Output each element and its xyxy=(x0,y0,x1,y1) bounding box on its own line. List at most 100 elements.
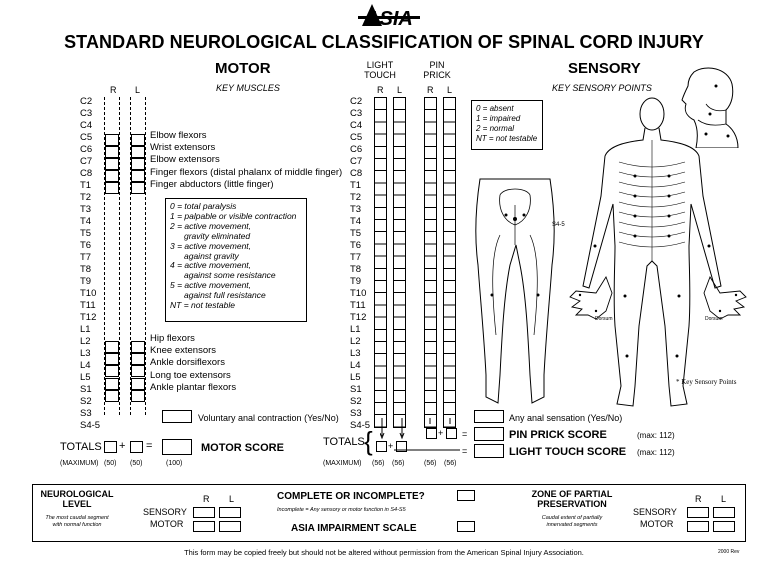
neuro-motor-r-box[interactable] xyxy=(193,521,215,532)
motor-plus: + xyxy=(119,440,126,452)
sensory-level-label: C7 xyxy=(350,156,363,167)
pp-max-l: (56) xyxy=(444,460,457,467)
motor-level-label: S4-5 xyxy=(80,420,101,431)
motor-score-l-c5[interactable] xyxy=(131,133,145,146)
motor-max-total: (100) xyxy=(166,460,183,467)
logo-text: ASIA xyxy=(364,8,413,28)
sensory-level-label: S2 xyxy=(350,396,362,407)
voluntary-anal-contraction-label: Voluntary anal contraction (Yes/No) xyxy=(198,413,339,423)
sensory-level-label: T6 xyxy=(350,240,362,251)
motor-score-r-l2[interactable] xyxy=(105,341,119,353)
motor-score-r-c6[interactable] xyxy=(105,145,119,158)
motor-total-l-box[interactable] xyxy=(130,441,143,453)
sensory-level-label: L2 xyxy=(350,336,361,347)
motor-level-label: C7 xyxy=(80,156,93,167)
totals-arrows xyxy=(380,418,460,451)
incomplete-note: Incomplete = Any sensory or motor functi… xyxy=(277,507,406,513)
pp-max-r: (56) xyxy=(424,460,437,467)
lt-total-r-box[interactable] xyxy=(376,441,387,452)
asia-impairment-scale-label: ASIA IMPAIRMENT SCALE xyxy=(291,523,417,534)
sensory-level-label: C3 xyxy=(350,108,363,119)
dorsum-left-label: Dorsum xyxy=(595,316,613,322)
motor-total-r-box[interactable] xyxy=(104,441,117,453)
key-sensory-points-note: * Key Sensory Points xyxy=(676,378,737,386)
motor-level-label: C2 xyxy=(80,96,93,107)
motor-level-label: T7 xyxy=(80,252,92,263)
pin-prick-r-column[interactable] xyxy=(424,97,437,428)
motor-score-l-l3[interactable] xyxy=(131,353,145,366)
key-muscles-label: KEY MUSCLES xyxy=(216,83,280,93)
motor-score-l-l4[interactable] xyxy=(131,365,145,378)
lt-total-l-box[interactable] xyxy=(396,441,407,452)
motor-level-label: T3 xyxy=(80,204,92,215)
motor-score-r-s1[interactable] xyxy=(105,389,119,402)
grading-legend-line: against some resistance xyxy=(184,270,276,281)
sensory-legend-line: 2 = normal xyxy=(476,124,515,133)
motor-score-r-l5[interactable] xyxy=(105,377,119,390)
key-sensory-points-label: KEY SENSORY POINTS xyxy=(552,83,652,93)
key-muscle-label: Finger abductors (little finger) xyxy=(150,178,274,190)
grading-legend-line: against full resistance xyxy=(184,290,266,301)
motor-score-r-c8[interactable] xyxy=(105,170,119,183)
pp-total-r-box[interactable] xyxy=(426,428,437,439)
s45-label: S4-5 xyxy=(552,222,565,228)
sensory-level-label: L1 xyxy=(350,324,361,335)
pin-prick-score-box[interactable] xyxy=(474,427,504,441)
motor-score-l-c8[interactable] xyxy=(131,170,145,183)
sensory-header: SENSORY xyxy=(568,60,641,77)
motor-score-l-t1[interactable] xyxy=(131,182,145,195)
motor-level-label: T12 xyxy=(80,312,97,323)
light-touch-r-column[interactable] xyxy=(374,97,387,428)
motor-equals: = xyxy=(146,440,153,452)
lt-equals: = xyxy=(462,446,468,456)
sensory-level-label: T3 xyxy=(350,204,362,215)
key-muscle-label: Knee extensors xyxy=(150,345,217,357)
motor-score-r-c7[interactable] xyxy=(105,158,119,170)
motor-r-label: R xyxy=(110,85,117,95)
neuro-sensory-l-box[interactable] xyxy=(219,507,241,518)
light-touch-l-column[interactable] xyxy=(393,97,406,428)
motor-level-label: T1 xyxy=(80,180,92,191)
motor-score-r-t1[interactable] xyxy=(105,182,119,195)
zone-motor-r-box[interactable] xyxy=(687,521,709,532)
pp-plus: + xyxy=(438,428,444,438)
asia-logo: ASIA xyxy=(358,4,420,28)
motor-score-l-l5[interactable] xyxy=(131,377,145,390)
grading-legend-line: 1 = palpable or visible contraction xyxy=(170,210,297,221)
motor-level-label: T11 xyxy=(80,300,96,311)
anal-sensation-label: Any anal sensation (Yes/No) xyxy=(509,413,623,423)
anal-sensation-box[interactable] xyxy=(474,410,504,423)
sensory-level-label: T8 xyxy=(350,264,362,275)
motor-score-r-l3[interactable] xyxy=(105,353,119,366)
motor-score-l-s1[interactable] xyxy=(131,389,145,402)
motor-score-l-l2[interactable] xyxy=(131,341,145,353)
complete-incomplete-box[interactable] xyxy=(457,490,475,501)
pp-total-l-box[interactable] xyxy=(446,428,457,439)
sensory-level-label: L5 xyxy=(350,372,361,383)
neuro-motor-l-box[interactable] xyxy=(219,521,241,532)
motor-score-r-l4[interactable] xyxy=(105,365,119,378)
zone-sensory-r-box[interactable] xyxy=(687,507,709,518)
motor-score-l-c7[interactable] xyxy=(131,158,145,170)
zone-sensory-l-box[interactable] xyxy=(713,507,735,518)
lt-r-label: R xyxy=(377,85,384,95)
asia-impairment-scale-box[interactable] xyxy=(457,521,475,532)
motor-score-r-c5[interactable] xyxy=(105,133,119,146)
sensory-totals-label: TOTALS xyxy=(323,436,365,448)
motor-level-label: T6 xyxy=(80,240,92,251)
light-touch-score-box[interactable] xyxy=(474,444,504,458)
sensory-level-label: L3 xyxy=(350,348,361,359)
motor-score-box[interactable] xyxy=(162,439,192,455)
motor-level-label: C4 xyxy=(80,120,93,131)
pin-prick-l-column[interactable] xyxy=(443,97,456,428)
zone-motor-l-box[interactable] xyxy=(713,521,735,532)
neuro-sensory-r-box[interactable] xyxy=(193,507,215,518)
motor-level-label: L4 xyxy=(80,360,91,371)
motor-score-l-c6[interactable] xyxy=(131,145,145,158)
sensory-level-label: C4 xyxy=(350,120,363,131)
motor-level-label: S2 xyxy=(80,396,92,407)
voluntary-anal-contraction-box[interactable] xyxy=(162,410,192,423)
